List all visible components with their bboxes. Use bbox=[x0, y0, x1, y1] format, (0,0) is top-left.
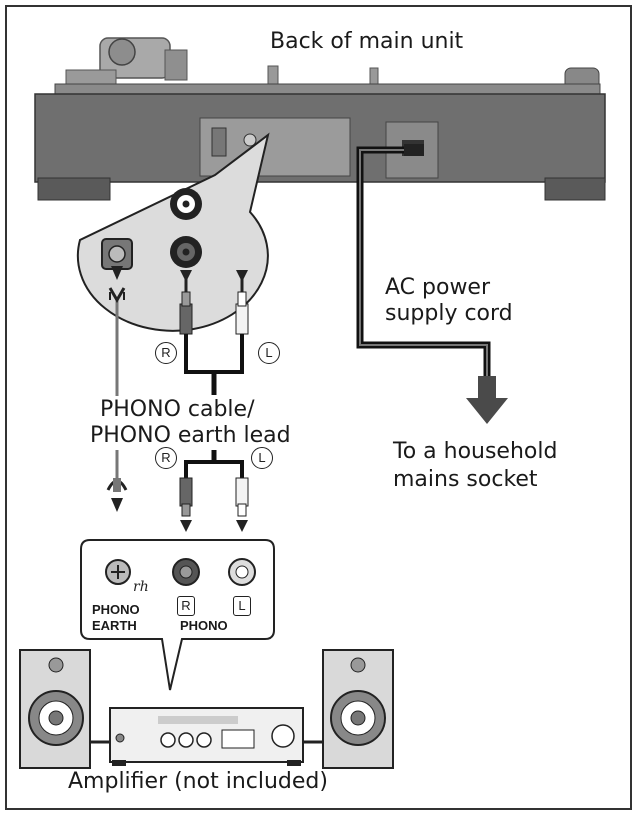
phono-cable-label-line1: PHONO cable/ bbox=[100, 396, 255, 424]
l-jack-marker: L bbox=[233, 596, 251, 616]
speaker-right bbox=[322, 649, 394, 769]
phono-earth-label-line1: PHONO bbox=[92, 602, 140, 617]
phono-cable-label-line2: PHONO earth lead bbox=[90, 422, 291, 450]
amplifier-unit bbox=[109, 707, 304, 766]
back-of-main-unit-label: Back of main unit bbox=[270, 29, 464, 54]
mains-arrow-icon bbox=[466, 376, 508, 424]
ground-symbol: rh bbox=[133, 579, 149, 595]
turntable-unit bbox=[34, 37, 606, 201]
ac-power-label-line2: supply cord bbox=[385, 301, 513, 326]
household-label-line2: mains socket bbox=[393, 467, 538, 492]
household-label-line1: To a household bbox=[393, 439, 558, 464]
phono-earth-lead bbox=[106, 287, 128, 512]
phono-cable-lower bbox=[179, 450, 249, 532]
phono-earth-label-line2: EARTH bbox=[92, 618, 137, 633]
right-marker-upper: R bbox=[155, 342, 177, 364]
phono-cable-upper bbox=[179, 270, 249, 395]
ac-power-cord bbox=[356, 144, 491, 378]
ac-power-label-line1: AC power bbox=[385, 275, 491, 300]
left-marker-lower: L bbox=[251, 447, 273, 469]
left-marker-upper: L bbox=[258, 342, 280, 364]
r-jack-marker: R bbox=[177, 596, 195, 616]
amplifier-label: Amplifier (not included) bbox=[68, 769, 328, 794]
speaker-left bbox=[19, 649, 91, 769]
phono-label: PHONO bbox=[180, 618, 228, 633]
right-marker-lower: R bbox=[155, 447, 177, 469]
earth-connect-arrow bbox=[111, 266, 123, 280]
terminal-zoom-callout bbox=[76, 132, 270, 332]
